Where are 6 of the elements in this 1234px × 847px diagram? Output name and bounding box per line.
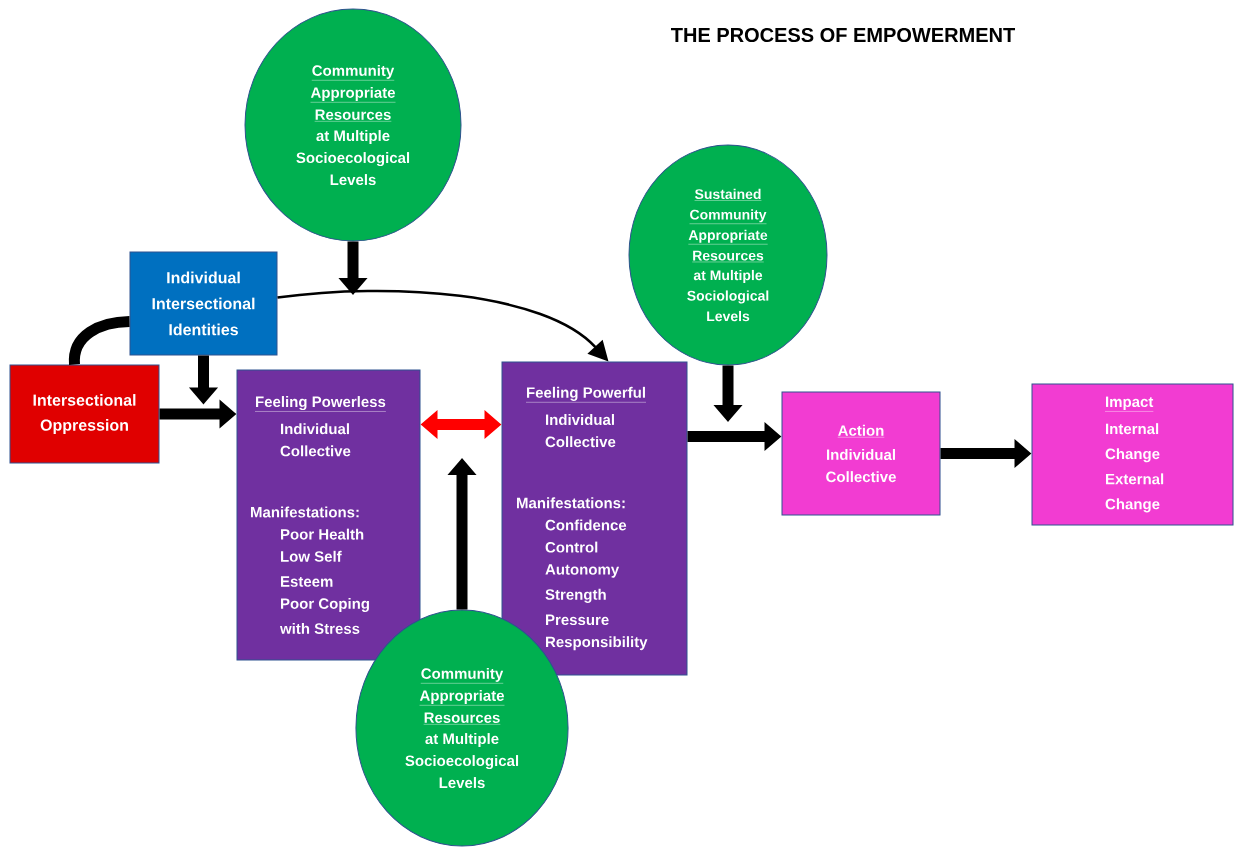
feeling-box: Feeling Powerless Individual Collective Manifestations: Poor Health Low Self Esteem Poor Coping with Stress — [236, 369, 421, 661]
action-box: Action Individual Collective — [781, 391, 941, 516]
impact-box: Impact Internal Change External Change — [1031, 383, 1234, 526]
identity-box: Individual Intersectional Identities — [129, 251, 278, 356]
title: THE PROCESS OF EMPOWERMENT — [671, 27, 1015, 43]
oppression-box: Intersectional Oppression — [9, 364, 160, 464]
